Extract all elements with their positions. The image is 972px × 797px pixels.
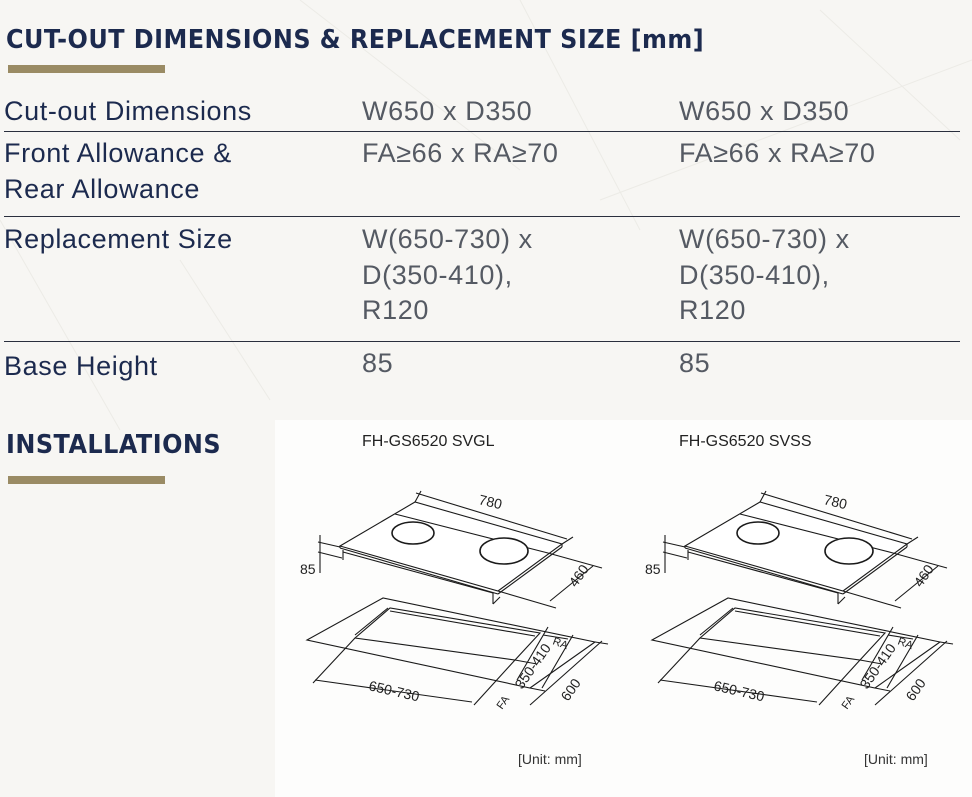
- dim-cutout-depth: 350-410: [856, 640, 899, 691]
- installations-title-accent-bar: [8, 476, 165, 484]
- spec-value-model-2: W650 x D350: [679, 96, 850, 126]
- dim-height-85: 85: [300, 561, 316, 577]
- spec-value-model-2: FA≥66 x RA≥70: [679, 138, 876, 168]
- spec-value-model-1: W(650-730) x D(350-410), R120: [362, 224, 533, 325]
- spec-label: Replacement Size: [4, 224, 233, 254]
- spec-row-cutout-dimensions: Cut-out Dimensions W650 x D350 W650 x D3…: [4, 90, 960, 132]
- spec-value-model-1: W650 x D350: [362, 96, 533, 126]
- installation-diagram-2: 780 460 85 650-730 350-410 600 FA RA: [645, 490, 954, 712]
- dim-cutout-depth: 350-410: [511, 640, 554, 691]
- spec-value-model-2: W(650-730) x D(350-410), R120: [679, 224, 850, 325]
- model-name-1: FH-GS6520 SVGL: [362, 433, 495, 450]
- dim-rear-allowance: RA: [551, 636, 570, 653]
- dim-front-allowance: FA: [840, 693, 858, 711]
- cutout-title-accent-bar: [8, 65, 165, 73]
- unit-label-2: [Unit: mm]: [864, 751, 928, 767]
- spec-row-base-height: Base Height 85 85: [4, 342, 960, 392]
- spec-value-model-2: 85: [679, 348, 711, 378]
- dim-rear-allowance: RA: [896, 636, 915, 653]
- dim-cutout-width: 650-730: [367, 677, 421, 704]
- spec-label: Base Height: [4, 351, 158, 381]
- model-name-2: FH-GS6520 SVSS: [679, 433, 812, 450]
- spec-value-model-1: 85: [362, 348, 394, 378]
- spec-table: Cut-out Dimensions W650 x D350 W650 x D3…: [4, 90, 960, 392]
- dim-height-85: 85: [645, 561, 661, 577]
- spec-value-model-1: FA≥66 x RA≥70: [362, 138, 559, 168]
- cutout-section-title: CUT-OUT DIMENSIONS & REPLACEMENT SIZE [m…: [6, 25, 705, 55]
- dim-counter-depth-600: 600: [902, 675, 929, 703]
- installation-diagram-1: 780 460 85 650-730 350-410 600 FA RA: [300, 490, 609, 712]
- dim-cutout-width: 650-730: [712, 677, 766, 704]
- spec-row-replacement-size: Replacement Size W(650-730) x D(350-410)…: [4, 217, 960, 342]
- spec-label: Cut-out Dimensions: [4, 96, 252, 126]
- dim-front-allowance: FA: [495, 693, 513, 711]
- dim-width-780: 780: [477, 491, 504, 512]
- spec-row-allowance: Front Allowance & Rear Allowance FA≥66 x…: [4, 132, 960, 217]
- unit-label-1: [Unit: mm]: [518, 751, 582, 767]
- dim-width-780: 780: [822, 491, 849, 512]
- spec-label: Front Allowance & Rear Allowance: [4, 138, 232, 204]
- dim-counter-depth-600: 600: [557, 675, 584, 703]
- installations-section-title: INSTALLATIONS: [6, 430, 222, 460]
